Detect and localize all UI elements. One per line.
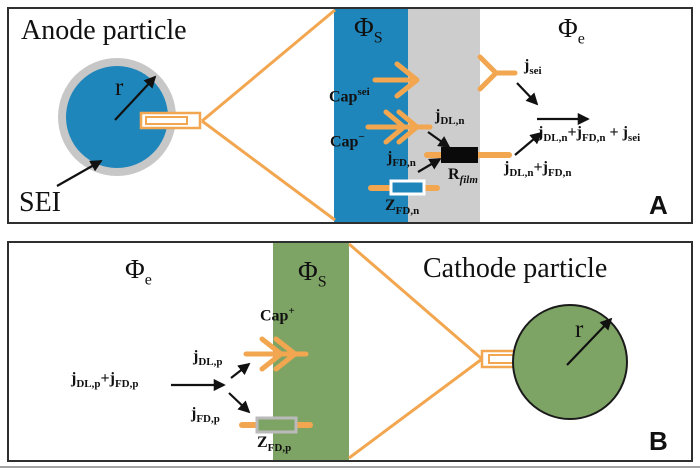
cap-minus-chevron2 (396, 109, 420, 145)
j-dl-p-arrow (230, 362, 251, 379)
phi-e-label: Φe (125, 254, 152, 289)
flux-sum-p-label: jDL,p+jFD,p (71, 370, 139, 391)
j-fd-p-label: jFD,p (191, 405, 220, 426)
z-fd-n-element (389, 179, 426, 196)
anode-radius-label: r (115, 74, 124, 101)
j-fd-n-arrow (417, 158, 442, 173)
j-dl-n-label: jDL,n (435, 107, 465, 128)
cathode-diagram-canvas (171, 243, 628, 460)
phi-e-label: Φe (558, 13, 585, 48)
panel-a-tag: A (649, 190, 668, 220)
cathode-radius-label: r (575, 316, 584, 343)
anode-panel: Anode particle ΦS Φe Capsei Cap− jDL,n j… (7, 7, 693, 224)
sei-pointer-arrow (56, 160, 103, 187)
z-fd-p-label: ZFD,p (257, 434, 292, 455)
phi-s-label: ΦS (298, 256, 327, 291)
cap-sei-chevron (394, 61, 420, 99)
figure-bottom-rule (0, 466, 700, 468)
magnifier-box-inner (145, 116, 188, 125)
cap-minus-chevron1 (383, 109, 407, 145)
r-film-label: Rfilm (448, 166, 478, 187)
fan-line-bottom (348, 357, 483, 460)
phi-s-label: ΦS (354, 12, 383, 47)
anode-title: Anode particle (21, 15, 187, 46)
cap-plus-chevron2 (273, 336, 298, 372)
j-dl-p-label: jDL,p (193, 348, 223, 369)
cap-plus-chevron1 (259, 336, 284, 372)
fan-line-top (201, 9, 336, 123)
j-fd-n-label: jFD,n (387, 149, 416, 170)
r-film-resistor (441, 147, 478, 163)
panel-b-tag: B (649, 426, 668, 456)
flux-sum-arrow (514, 131, 543, 156)
j-fd-p-arrow (228, 392, 251, 414)
cap-minus-label: Cap− (330, 131, 365, 151)
anode-diagram-canvas (56, 9, 590, 222)
z-fd-n-label: ZFD,n (385, 197, 420, 218)
z-fd-p-element (255, 416, 298, 434)
j-sei-label: jsei (524, 57, 542, 78)
magnifier-box (139, 111, 202, 130)
j-sei-arrow (516, 82, 539, 106)
cathode-title: Cathode particle (423, 253, 608, 284)
sei-label: SEI (19, 187, 61, 218)
total-flux-label: jDL,n+jFD,n + jsei (538, 124, 641, 145)
anode-radius-arrow (114, 75, 157, 121)
cap-sei-label: Capsei (329, 86, 370, 106)
j-dl-n-arrow (427, 131, 451, 149)
fan-line-top (348, 243, 483, 361)
cathode-panel: Φe ΦS Cathode particle Cap+ jDL,p jDL,p+… (7, 241, 693, 462)
cathode-radius-arrow (566, 317, 613, 366)
cap-plus-label: Cap+ (260, 305, 295, 325)
fan-line-bottom (201, 119, 336, 222)
flux-sum-n-label: jDL,n+jFD,n (504, 159, 572, 180)
